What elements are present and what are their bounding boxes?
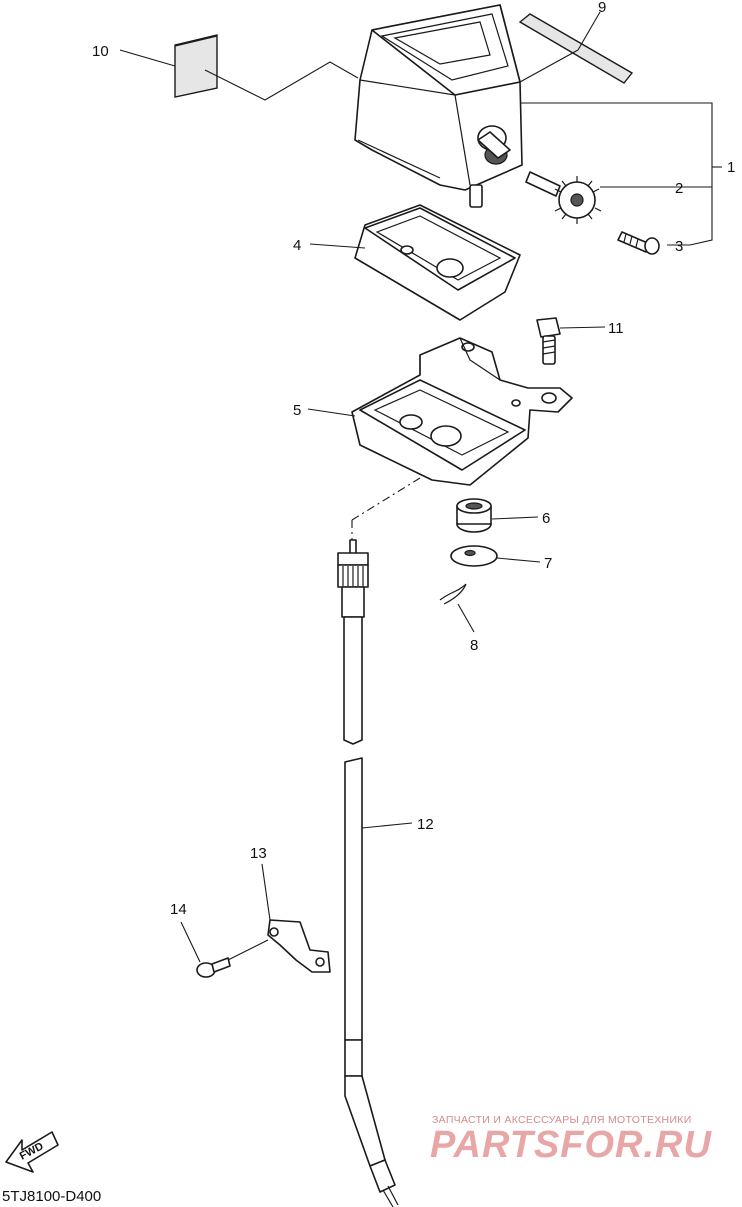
callout-14: 14	[170, 901, 187, 918]
callout-7: 7	[544, 555, 552, 572]
part-12-meter-cable	[337, 477, 421, 1207]
callout-5: 5	[293, 402, 301, 419]
part-13-cable-guide	[267, 919, 331, 973]
part-7-washer	[450, 545, 498, 567]
part-11-bolt	[536, 317, 561, 365]
part-5-bracket	[351, 337, 573, 486]
part-9-strip	[518, 13, 634, 84]
part-2-gear	[525, 171, 602, 224]
part-6-grommet	[456, 498, 492, 533]
callout-9: 9	[598, 0, 606, 16]
callout-11: 11	[608, 320, 624, 337]
callout-10: 10	[92, 43, 109, 60]
part-10-label	[174, 34, 218, 98]
callout-labels: 1 2 3 4 5 6 7 8 9 10 11 12 13 14	[92, 0, 735, 918]
watermark-subtitle: ЗАПЧАСТИ И АКСЕССУАРЫ ДЛЯ МОТОТЕХНИКИ	[432, 1114, 692, 1126]
watermark-logo: PARTSFOR.RU	[430, 1124, 712, 1166]
callout-8: 8	[470, 637, 478, 654]
fwd-arrow-icon: FWD	[5, 1131, 59, 1173]
callout-6: 6	[542, 510, 550, 527]
callout-12: 12	[417, 816, 434, 833]
part-1-meter-assembly	[354, 4, 523, 208]
part-3-screw	[617, 231, 660, 255]
part-14-screw	[196, 939, 269, 978]
callout-3: 3	[675, 238, 683, 255]
diagram-code: 5TJ8100-D400	[2, 1188, 102, 1205]
part-8-clip	[439, 583, 467, 605]
callout-4: 4	[293, 237, 301, 254]
callout-13: 13	[250, 845, 267, 862]
leader-lines	[119, 11, 722, 963]
callout-1: 1	[727, 159, 735, 176]
callout-2: 2	[675, 180, 683, 197]
part-4-damper	[354, 204, 521, 321]
